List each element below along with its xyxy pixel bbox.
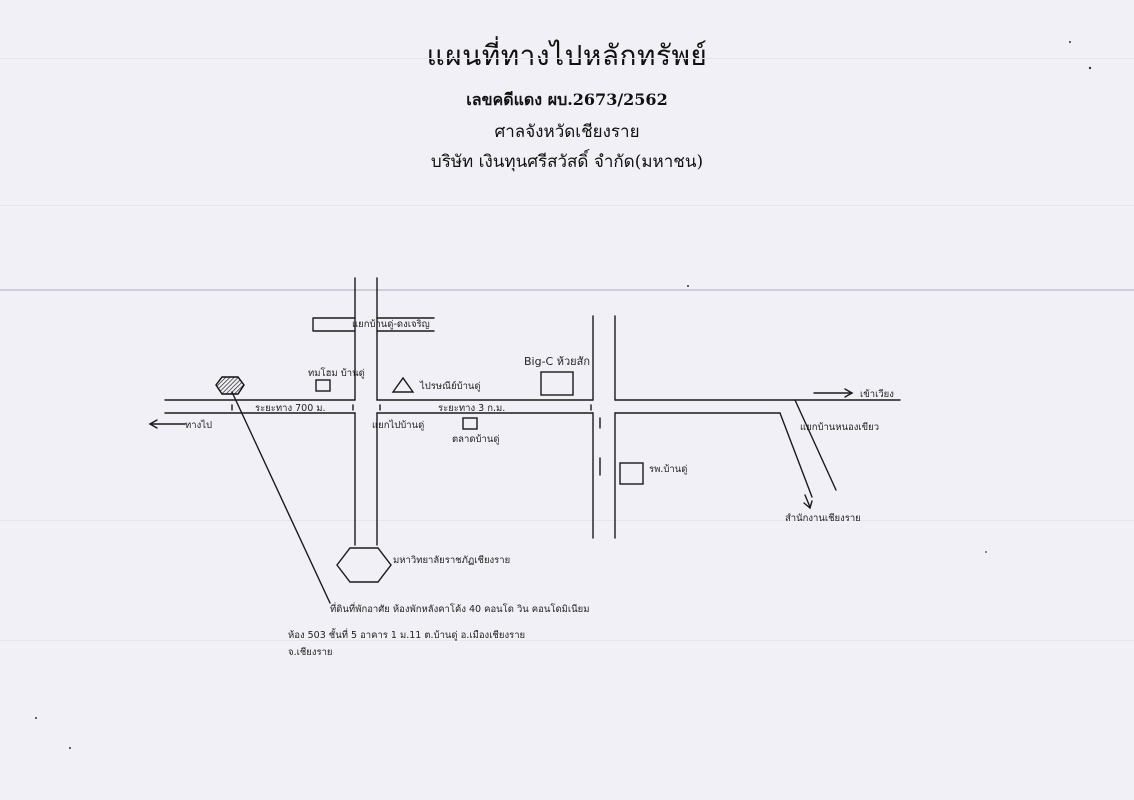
big-c-box bbox=[540, 371, 574, 396]
top-side-street-east bbox=[376, 317, 435, 332]
label-to-chiangrai: เข้าเวียง bbox=[860, 388, 894, 400]
label-distance-3km: ระยะทาง 3 ก.ม. bbox=[438, 403, 505, 414]
diagonal-road-west bbox=[779, 412, 813, 498]
label-property-line3: จ.เชียงราย bbox=[288, 646, 333, 658]
scan-artifact-band bbox=[0, 520, 1134, 521]
arrow-down-shaft bbox=[804, 494, 811, 508]
label-to-district: สำนักงานเชียงราย bbox=[785, 512, 861, 524]
scan-artifact-band bbox=[0, 205, 1134, 206]
scan-artifact-band bbox=[0, 640, 1134, 641]
motorcycle-shop-box bbox=[315, 379, 331, 392]
label-right-junction: แยกบ้านหนองเขียว bbox=[800, 421, 879, 433]
label-side-road: แยกไปบ้านดู่ bbox=[372, 419, 424, 431]
label-property-line2: ห้อง 503 ชั้นที่ 5 อาคาร 1 ม.11 ต.บ้านดู… bbox=[288, 628, 525, 641]
label-hospital: รพ.บ้านดู่ bbox=[649, 464, 687, 475]
distance-3km-ticks bbox=[379, 404, 592, 411]
label-motorcycle-shop: ทมโฮม บ้านดู่ bbox=[308, 367, 365, 379]
distance-700-ticks bbox=[231, 404, 354, 411]
label-university: มหาวิทยาลัยราชภัฏเชียงราย bbox=[393, 554, 510, 566]
scan-artifact-band bbox=[0, 58, 1134, 59]
arrow-left-head bbox=[148, 419, 158, 429]
market-box bbox=[462, 417, 478, 430]
hospital-box bbox=[619, 462, 644, 485]
label-property-line1: ที่ดินที่พักอาศัย ห้องพักหลังคาโค้ง 40 ค… bbox=[330, 602, 589, 615]
arrow-down-head bbox=[803, 500, 813, 510]
university-hexagon bbox=[336, 547, 392, 583]
top-side-street bbox=[312, 317, 356, 332]
label-top-junction: แยกบ้านดู่-ดงเจริญ bbox=[352, 319, 430, 330]
label-big-c: Big-C ห้วยสัก bbox=[524, 355, 590, 368]
property-location-marker bbox=[215, 376, 245, 395]
arrow-right-head bbox=[844, 388, 854, 398]
label-distance-700: ระยะทาง 700 ม. bbox=[255, 403, 326, 414]
label-post-office: ไปรษณีย์บ้านดู่ bbox=[419, 380, 481, 392]
scan-artifact-line bbox=[0, 289, 1134, 291]
page-title: แผนที่ทางไปหลักทรัพย์ bbox=[426, 39, 708, 72]
court-name: ศาลจังหวัดเชียงราย bbox=[494, 122, 640, 142]
pointer-line bbox=[231, 391, 331, 604]
diagonal-road-east bbox=[794, 399, 837, 491]
scan-speckles bbox=[35, 41, 1092, 749]
label-to-chiangsaen: ทางไป bbox=[185, 419, 212, 431]
post-office-triangle bbox=[391, 376, 415, 393]
label-market: ตลาดบ้านดู่ bbox=[452, 434, 500, 445]
company-name: บริษัท เงินทุนศรีสวัสดิ์ จำกัด(มหาชน) bbox=[430, 152, 704, 172]
case-number: เลขคดีแดง ผบ.2673/2562 bbox=[466, 90, 668, 109]
